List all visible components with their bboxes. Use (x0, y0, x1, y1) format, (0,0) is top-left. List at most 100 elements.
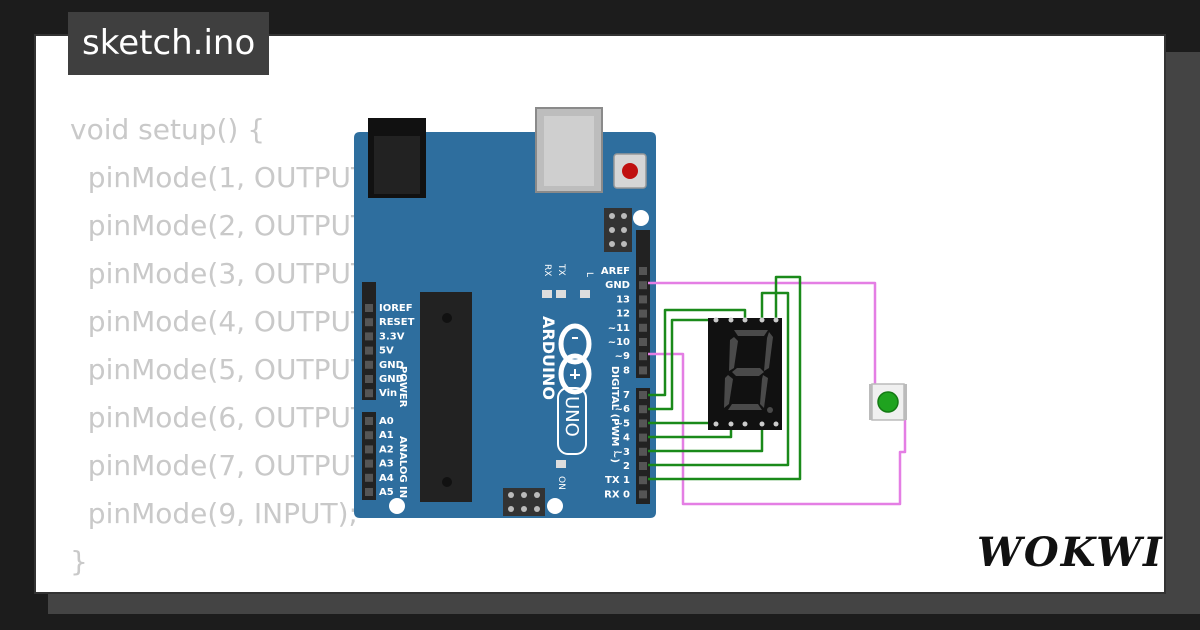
pin-label: A5 (379, 487, 394, 498)
digital-bottom-pin-labels: 7 ~6 ~5 4 ~3 2 TX 1 RX 0 (604, 390, 647, 500)
seven-segment-display[interactable] (708, 317, 782, 431)
led-on-light (556, 460, 566, 468)
led-on-label: ON (556, 476, 566, 490)
pin-label: IOREF (379, 303, 413, 314)
wire-pin7 (648, 308, 747, 397)
wire-pin5 (648, 421, 717, 425)
pin-label: AREF (601, 266, 630, 277)
svg-text:WOKWI: WOKWI (977, 529, 1164, 576)
file-tab[interactable]: sketch.ino (68, 12, 270, 75)
brand-label: ARDUINO (539, 316, 558, 400)
header-pin[interactable] (365, 360, 373, 369)
wire-pin1 (648, 275, 802, 481)
code-line: void setup() { (70, 113, 266, 146)
led-tx-label: TX (556, 263, 566, 276)
pin-label: 2 (623, 461, 630, 472)
wire-pin9-button (648, 352, 907, 506)
header-pin[interactable] (639, 447, 647, 456)
header-pin[interactable] (639, 338, 647, 346)
power-pin-labels: IOREF RESET 3.3V 5V GND GND Vin (365, 303, 415, 399)
code-line: pinMode(9, INPUT); (70, 497, 358, 530)
pin-label: GND (605, 280, 630, 291)
header-pin[interactable] (365, 459, 373, 468)
power-title: POWER (397, 366, 408, 408)
header-pin[interactable] (365, 389, 373, 398)
header-pin[interactable] (639, 405, 647, 414)
analog-title: ANALOG IN (397, 436, 408, 498)
led-l-label: L (584, 272, 594, 277)
usb-port (535, 107, 603, 193)
led-rx-label: RX (542, 264, 552, 276)
digital-header-bottom (636, 388, 650, 504)
segments-off (724, 330, 773, 413)
wokwi-logo: WOKWI (977, 529, 1162, 576)
reset-button[interactable] (613, 153, 647, 189)
header-pin[interactable] (365, 417, 373, 425)
pin-label: ~9 (615, 351, 630, 362)
pin-label: 7 (623, 390, 630, 401)
pin-label: 8 (623, 365, 630, 376)
pin-label: A2 (379, 444, 394, 455)
led-l-light (580, 290, 590, 298)
model-label: UNO (561, 396, 582, 437)
digital-title: DIGITAL (PWM ~) (609, 366, 620, 463)
wire-pin6 (648, 318, 731, 411)
header-pin[interactable] (639, 352, 647, 361)
pin-label: GND (379, 374, 404, 385)
header-pin[interactable] (639, 462, 647, 470)
pin-label: Vin (379, 388, 397, 399)
analog-header (362, 412, 376, 500)
header-pin[interactable] (365, 473, 373, 482)
wire-pin2 (648, 291, 790, 467)
atmega-chip (420, 292, 472, 502)
wire-gnd-button (648, 281, 877, 402)
pin-label: A3 (379, 459, 394, 470)
pushbutton[interactable] (869, 383, 907, 421)
code-line: } (70, 545, 88, 578)
header-pin[interactable] (639, 391, 647, 399)
pin-label: TX 1 (605, 475, 630, 486)
power-jack (368, 118, 426, 198)
pin-label: RX 0 (604, 489, 630, 500)
pin-label: GND (379, 360, 404, 371)
arduino-uno-board[interactable]: L TX RX ON ARDUINO UNO DIGITAL (PWM ~) P… (354, 107, 656, 518)
header-pin[interactable] (365, 431, 373, 440)
header-pin[interactable] (365, 375, 373, 383)
icsp-header-bottom (503, 488, 545, 516)
led-tx-light (556, 290, 566, 298)
arduino-logo-icon (558, 323, 592, 395)
header-pin[interactable] (639, 419, 647, 428)
pin-label: 4 (623, 433, 630, 444)
pin-label: 5V (379, 346, 394, 357)
header-pin[interactable] (365, 332, 373, 341)
pin-label: 3.3V (379, 331, 405, 342)
header-pin[interactable] (365, 346, 373, 355)
header-pin[interactable] (639, 490, 647, 499)
pin-label: A4 (379, 473, 394, 484)
header-pin[interactable] (639, 267, 647, 275)
wires (648, 275, 907, 506)
header-pin[interactable] (639, 295, 647, 304)
header-pin[interactable] (365, 318, 373, 327)
pin-label: ~6 (615, 404, 630, 415)
pin-label: 12 (616, 309, 630, 320)
header-pin[interactable] (639, 366, 647, 375)
header-pin[interactable] (639, 309, 647, 318)
header-pin[interactable] (639, 281, 647, 290)
pin-label: ~5 (615, 418, 630, 429)
digital-top-pin-labels: AREF GND 13 12 ~11 ~10 ~9 8 (601, 266, 647, 376)
header-pin[interactable] (365, 304, 373, 312)
header-pin[interactable] (639, 433, 647, 442)
pin-label: ~10 (608, 337, 630, 348)
pin-label: RESET (379, 317, 415, 328)
pin-label: ~3 (615, 447, 630, 458)
pin-label: A1 (379, 430, 394, 441)
header-pin[interactable] (365, 445, 373, 454)
pin-label: 13 (616, 294, 630, 305)
header-pin[interactable] (365, 488, 373, 496)
header-pin[interactable] (639, 476, 647, 485)
pin-label: ~11 (608, 323, 630, 334)
header-pin[interactable] (639, 323, 647, 332)
